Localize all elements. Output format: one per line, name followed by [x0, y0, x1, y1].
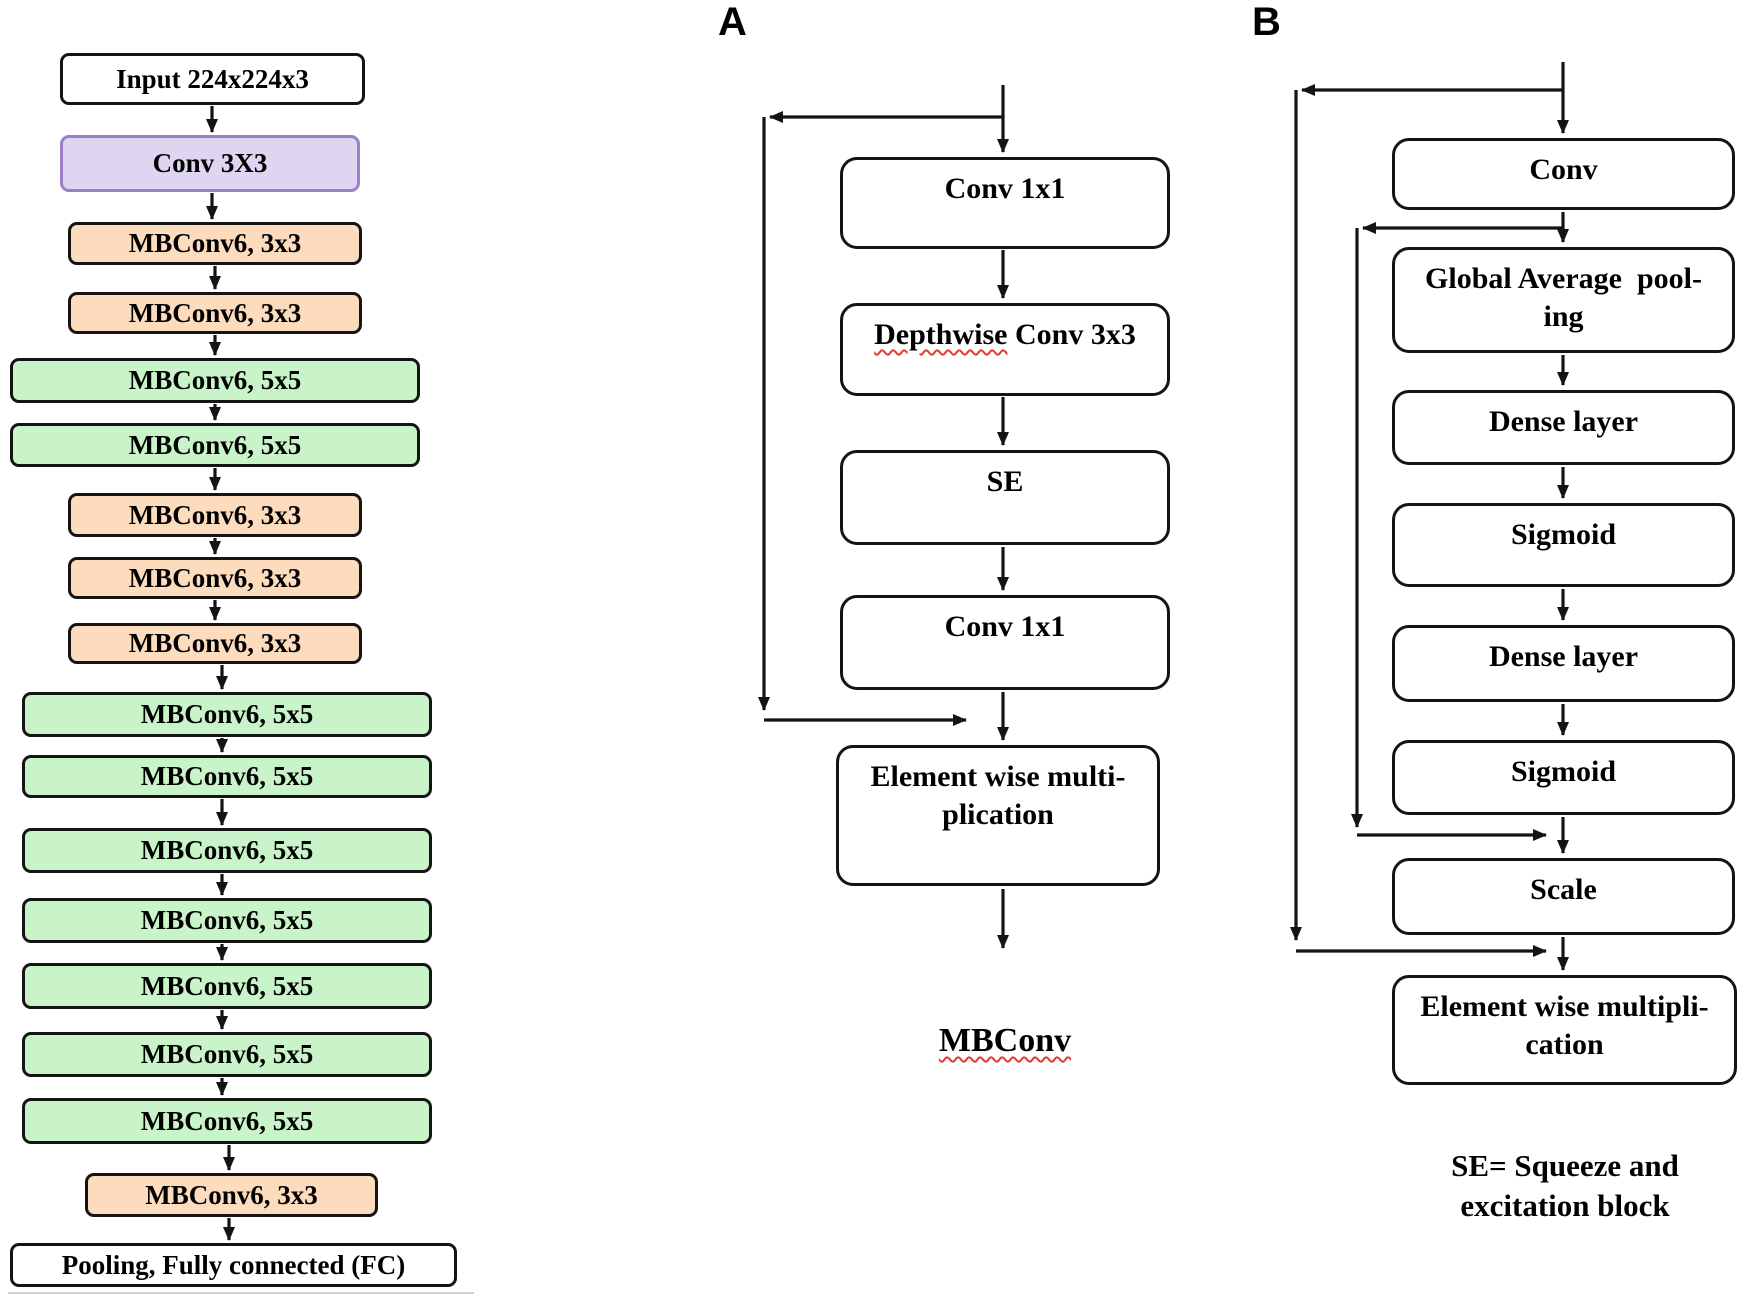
- node-mbconv-3x3: MBConv6, 3x3: [68, 493, 362, 537]
- node-dense-layer: Dense layer: [1392, 390, 1735, 465]
- node-label: Conv: [1529, 153, 1598, 186]
- node-mbconv-5x5: MBConv6, 5x5: [22, 1098, 432, 1144]
- node-mbconv-3x3: MBConv6, 3x3: [68, 292, 362, 334]
- panel-a-letter: A: [718, 0, 747, 44]
- misspelled-word: Depthwise: [874, 318, 1008, 351]
- node-scale: Scale: [1392, 858, 1735, 935]
- node-label-rest: Conv 3x3: [1007, 318, 1136, 351]
- node-label: Global Average pool- ing: [1425, 262, 1702, 333]
- node-label: Scale: [1530, 873, 1597, 906]
- panel-b-letter: B: [1252, 0, 1281, 44]
- node-label: Dense layer: [1488, 405, 1639, 438]
- node-mbconv-3x3: MBConv6, 3x3: [68, 623, 362, 664]
- node-conv1x1: Conv 1x1: [840, 157, 1170, 249]
- node-label: Sigmoid: [1510, 518, 1617, 551]
- node-mbconv-3x3: MBConv6, 3x3: [68, 557, 362, 599]
- node-label: Element wise multipli- cation: [1420, 990, 1709, 1061]
- node-mbconv-3x3: MBConv6, 3x3: [68, 222, 362, 265]
- node-mbconv-5x5: MBConv6, 5x5: [22, 755, 432, 798]
- node-mbconv-5x5: MBConv6, 5x5: [22, 692, 432, 737]
- node-conv3x3: Conv 3X3: [60, 135, 360, 192]
- node-mbconv-5x5: MBConv6, 5x5: [22, 963, 432, 1009]
- node-label: Dense layer: [1488, 640, 1639, 673]
- node-label: Conv 1x1: [944, 172, 1066, 205]
- node-label: SE: [986, 465, 1024, 498]
- panel-a-caption: MBConv: [855, 1022, 1155, 1060]
- node-mbconv-3x3: MBConv6, 3x3: [85, 1173, 378, 1217]
- node-elementwise-multiplication: Element wise multi- plication: [836, 745, 1160, 886]
- node-label: Element wise multi- plication: [870, 760, 1126, 831]
- misspelled-word: MBConv: [938, 1022, 1072, 1059]
- node-mbconv-5x5: MBConv6, 5x5: [22, 1032, 432, 1077]
- node-depthwise-conv: Depthwise Conv 3x3: [840, 303, 1170, 396]
- node-elementwise-multiplication: Element wise multipli- cation: [1392, 975, 1737, 1085]
- panel-b-caption: SE= Squeeze and excitation block: [1451, 1148, 1679, 1224]
- node-conv: Conv: [1392, 138, 1735, 210]
- node-sigmoid: Sigmoid: [1392, 503, 1735, 587]
- node-mbconv-5x5: MBConv6, 5x5: [22, 898, 432, 943]
- node-label: Sigmoid: [1510, 755, 1617, 788]
- node-mbconv-5x5: MBConv6, 5x5: [22, 828, 432, 873]
- node-label: Conv 1x1: [944, 610, 1066, 643]
- node-se: SE: [840, 450, 1170, 545]
- node-label: Depthwise Conv 3x3: [874, 316, 1136, 354]
- node-mbconv-5x5: MBConv6, 5x5: [10, 423, 420, 467]
- node-dense-layer: Dense layer: [1392, 625, 1735, 702]
- page-divider-line: [8, 1292, 474, 1294]
- node-input: Input 224x224x3: [60, 53, 365, 105]
- node-mbconv-5x5: MBConv6, 5x5: [10, 358, 420, 403]
- node-conv1x1: Conv 1x1: [840, 595, 1170, 690]
- node-pooling-fc: Pooling, Fully connected (FC): [10, 1243, 457, 1287]
- node-sigmoid: Sigmoid: [1392, 740, 1735, 815]
- node-global-avg-pooling: Global Average pool- ing: [1392, 247, 1735, 353]
